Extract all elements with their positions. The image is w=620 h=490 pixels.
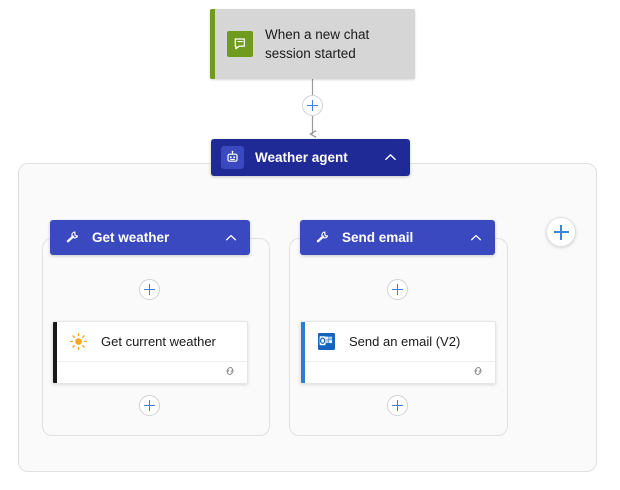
- branch-label-get-weather: Get weather: [92, 230, 170, 245]
- robot-icon: [221, 146, 244, 169]
- action-card-header: Send an email (V2): [301, 322, 495, 362]
- add-step-branch-left-top-button[interactable]: [139, 279, 160, 300]
- action-card-footer: [301, 362, 495, 383]
- connector-icon[interactable]: [471, 364, 485, 383]
- branch-header-get-weather[interactable]: Get weather: [50, 220, 250, 255]
- outlook-icon: [315, 331, 337, 353]
- add-step-branch-left-bottom-button[interactable]: [139, 395, 160, 416]
- action-card-footer: [53, 362, 247, 383]
- branch-label-send-email: Send email: [342, 230, 414, 245]
- chevron-up-icon[interactable]: [383, 150, 398, 165]
- chat-bubble-icon: [227, 31, 253, 57]
- trigger-card[interactable]: When a new chat session started: [210, 9, 415, 79]
- add-step-after-trigger-button[interactable]: [302, 95, 323, 116]
- action-card-header: Get current weather: [53, 322, 247, 362]
- trigger-accent-bar: [210, 9, 215, 79]
- add-branch-button[interactable]: [546, 217, 576, 247]
- branch-header-send-email[interactable]: Send email: [300, 220, 495, 255]
- agent-node-weather-agent[interactable]: Weather agent: [211, 139, 410, 176]
- connector-icon[interactable]: [223, 364, 237, 383]
- trigger-label: When a new chat session started: [265, 27, 370, 61]
- action-label: Get current weather: [101, 334, 216, 349]
- add-step-branch-right-bottom-button[interactable]: [387, 395, 408, 416]
- action-card-send-an-email[interactable]: Send an email (V2): [300, 321, 496, 384]
- action-card-get-current-weather[interactable]: Get current weather: [52, 321, 248, 384]
- add-step-branch-right-top-button[interactable]: [387, 279, 408, 300]
- wrench-tool-icon: [65, 230, 80, 245]
- action-accent-bar: [301, 322, 305, 383]
- agent-node-label: Weather agent: [255, 150, 348, 165]
- action-accent-bar: [53, 322, 57, 383]
- action-label: Send an email (V2): [349, 334, 461, 349]
- chevron-up-icon[interactable]: [469, 231, 483, 245]
- wrench-tool-icon: [315, 230, 330, 245]
- sun-icon: [67, 331, 89, 353]
- chevron-up-icon[interactable]: [224, 231, 238, 245]
